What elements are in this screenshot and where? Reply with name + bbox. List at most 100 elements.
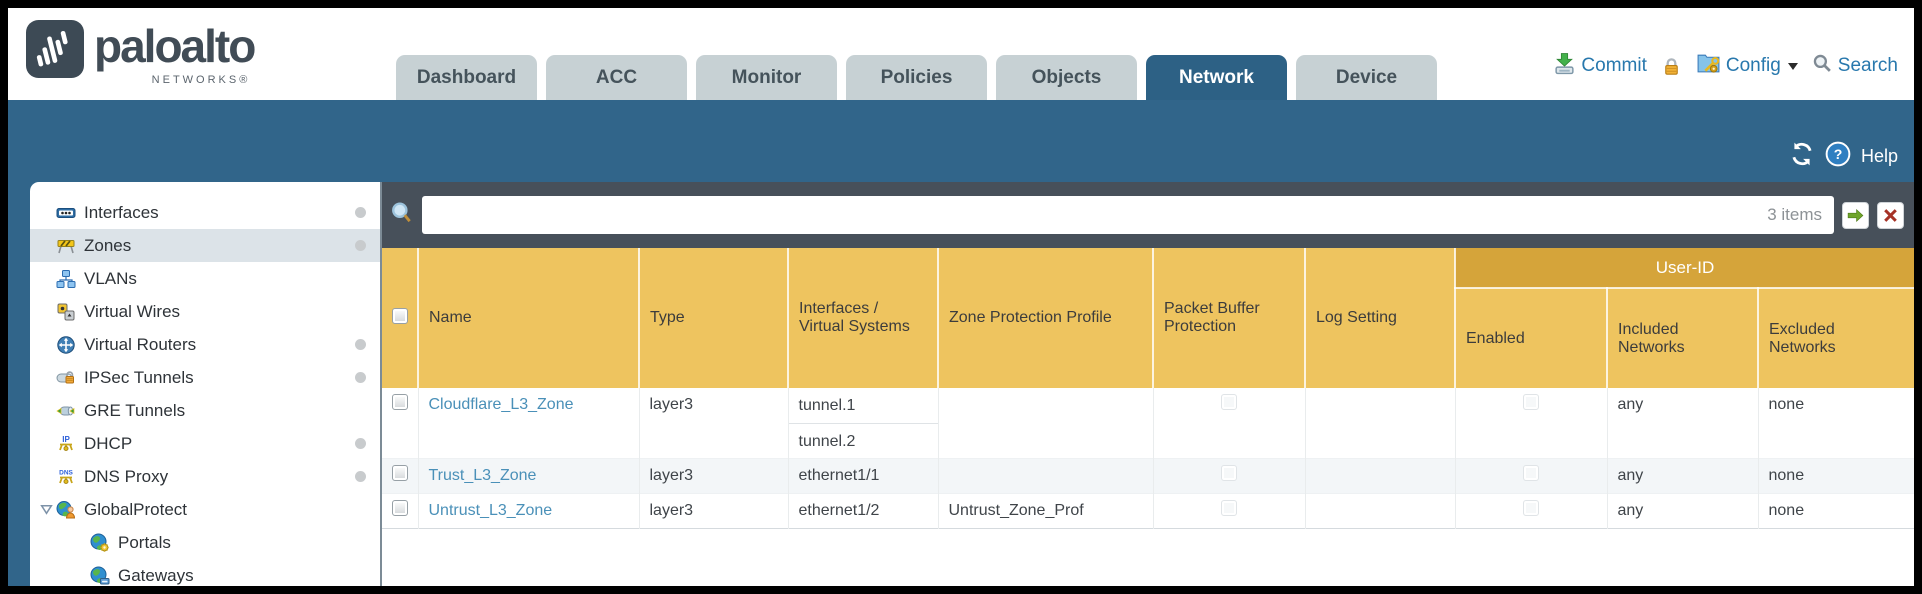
search-button[interactable]: Search bbox=[1812, 53, 1898, 80]
sidebar-item-label: Gateways bbox=[118, 565, 194, 585]
included-networks-cell: any bbox=[1607, 493, 1759, 529]
column-header-included-networks[interactable]: Included Networks bbox=[1607, 288, 1759, 388]
zone-interfaces-cell: ethernet1/2 bbox=[788, 493, 939, 529]
ipsec-tunnels-icon bbox=[56, 368, 76, 388]
sidebar-item-interfaces[interactable]: Interfaces bbox=[30, 196, 380, 229]
column-header-type[interactable]: Type bbox=[639, 248, 789, 388]
status-dot bbox=[355, 240, 366, 251]
column-header-interfaces[interactable]: Interfaces / Virtual Systems bbox=[788, 248, 939, 388]
filter-input[interactable] bbox=[422, 196, 1834, 234]
row-checkbox[interactable] bbox=[391, 465, 408, 481]
help-label[interactable]: Help bbox=[1860, 146, 1898, 166]
commit-label: Commit bbox=[1581, 55, 1647, 76]
packet-buffer-protection-cell bbox=[1153, 493, 1306, 529]
row-checkbox[interactable] bbox=[391, 394, 408, 410]
column-header-packet-buffer-protection[interactable]: Packet Buffer Protection bbox=[1153, 248, 1306, 388]
sidebar-item-virtual-wires[interactable]: Virtual Wires bbox=[30, 295, 380, 328]
commit-icon bbox=[1553, 52, 1576, 81]
tab-monitor[interactable]: Monitor bbox=[696, 55, 837, 100]
tab-objects[interactable]: Objects bbox=[996, 55, 1137, 100]
config-button[interactable]: Config bbox=[1696, 51, 1798, 82]
zone-name-cell: Trust_L3_Zone bbox=[418, 458, 640, 494]
sidebar-item-gateways[interactable]: Gateways bbox=[30, 559, 380, 586]
sidebar-item-zones[interactable]: Zones bbox=[30, 229, 380, 262]
gateways-icon bbox=[90, 566, 110, 586]
row-checkbox[interactable] bbox=[391, 500, 408, 516]
svg-text:?: ? bbox=[1834, 146, 1843, 162]
excluded-networks-cell: none bbox=[1758, 388, 1914, 459]
row-select-cell bbox=[382, 388, 419, 459]
select-all-checkbox[interactable] bbox=[391, 307, 408, 324]
excluded-networks-cell: none bbox=[1758, 458, 1914, 494]
zone-name-link[interactable]: Untrust_L3_Zone bbox=[428, 502, 553, 519]
interface-entry: ethernet1/1 bbox=[798, 467, 880, 484]
sidebar-item-vlans[interactable]: VLANs bbox=[30, 262, 380, 295]
lock-icon[interactable] bbox=[1661, 56, 1682, 77]
status-dot bbox=[355, 438, 366, 449]
column-header-name[interactable]: Name bbox=[418, 248, 640, 388]
tab-dashboard[interactable]: Dashboard bbox=[396, 55, 537, 100]
column-header-log-setting[interactable]: Log Setting bbox=[1305, 248, 1456, 388]
packet-buffer-protection-cell bbox=[1153, 388, 1306, 459]
zone-name-cell: Untrust_L3_Zone bbox=[418, 493, 640, 529]
interface-entry: tunnel.2 bbox=[788, 423, 938, 458]
included-networks-cell: any bbox=[1607, 458, 1759, 494]
sidebar-item-label: VLANs bbox=[84, 268, 137, 288]
clear-filter-button[interactable] bbox=[1877, 201, 1904, 229]
expander-triangle-icon[interactable] bbox=[36, 503, 56, 516]
status-dot bbox=[355, 372, 366, 383]
help-icon[interactable]: ? bbox=[1825, 141, 1851, 172]
sidebar-item-gre-tunnels[interactable]: GRE Tunnels bbox=[30, 394, 380, 427]
sidebar-item-label: Zones bbox=[84, 235, 132, 255]
zone-type-cell: layer3 bbox=[639, 458, 789, 494]
sidebar-item-virtual-routers[interactable]: Virtual Routers bbox=[30, 328, 380, 361]
zone-type-cell: layer3 bbox=[639, 493, 789, 529]
column-header-excluded-networks[interactable]: Excluded Networks bbox=[1758, 288, 1914, 388]
vlans-icon bbox=[56, 269, 76, 289]
zone-protection-profile-cell: Untrust_Zone_Prof bbox=[938, 493, 1154, 529]
tab-policies[interactable]: Policies bbox=[846, 55, 987, 100]
sidebar-item-ipsec-tunnels[interactable]: IPSec Tunnels bbox=[30, 361, 380, 394]
packet-buffer-protection-checkbox bbox=[1221, 394, 1237, 410]
chevron-down-icon bbox=[1787, 63, 1798, 75]
column-header-zone-protection-profile[interactable]: Zone Protection Profile bbox=[938, 248, 1154, 388]
user-id-enabled-cell bbox=[1455, 493, 1608, 529]
refresh-icon[interactable] bbox=[1789, 141, 1815, 172]
sidebar-item-label: GlobalProtect bbox=[84, 499, 187, 519]
config-icon bbox=[1696, 51, 1721, 82]
column-group-user-id: User-ID bbox=[1455, 248, 1914, 289]
main-panel: 3 items Name Type Interfaces / Virtual bbox=[382, 182, 1914, 586]
sidebar-item-globalprotect[interactable]: GlobalProtect bbox=[30, 493, 380, 526]
apply-filter-button[interactable] bbox=[1842, 201, 1869, 229]
zone-name-link[interactable]: Trust_L3_Zone bbox=[428, 467, 537, 484]
brand-logo: paloalto NETWORKS® bbox=[26, 20, 256, 86]
tab-acc[interactable]: ACC bbox=[546, 55, 687, 100]
paloalto-logo-icon bbox=[26, 20, 84, 83]
utility-links: Commit Config Search bbox=[1553, 48, 1898, 84]
tab-device[interactable]: Device bbox=[1296, 55, 1437, 100]
sidebar-item-label: Virtual Wires bbox=[84, 301, 181, 321]
item-count: 3 items bbox=[1767, 205, 1822, 224]
gre-tunnels-icon bbox=[56, 401, 76, 421]
zone-type-cell: layer3 bbox=[639, 388, 789, 459]
zone-name-link[interactable]: Cloudflare_L3_Zone bbox=[428, 396, 574, 413]
virtual-routers-icon bbox=[56, 335, 76, 355]
log-setting-cell bbox=[1305, 493, 1456, 529]
packet-buffer-protection-checkbox bbox=[1221, 500, 1237, 516]
sidebar-item-label: Interfaces bbox=[84, 202, 159, 222]
sidebar-item-portals[interactable]: Portals bbox=[30, 526, 380, 559]
tab-network[interactable]: Network bbox=[1146, 55, 1287, 100]
search-icon bbox=[1812, 53, 1833, 80]
commit-button[interactable]: Commit bbox=[1553, 52, 1647, 81]
status-dot bbox=[355, 339, 366, 350]
interfaces-icon bbox=[56, 203, 76, 223]
column-header-enabled[interactable]: Enabled bbox=[1455, 288, 1608, 388]
